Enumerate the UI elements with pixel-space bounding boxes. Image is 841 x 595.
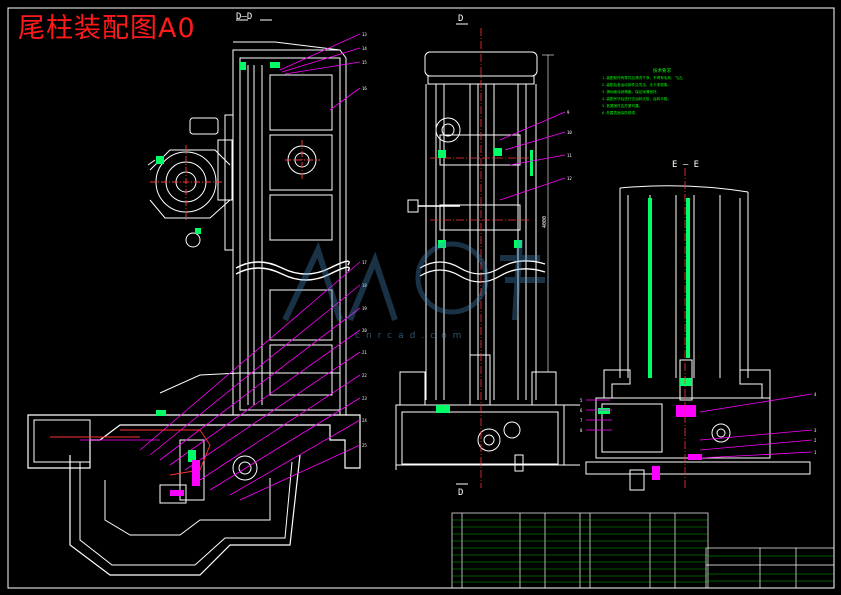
left-view-green-accents [156, 62, 280, 462]
svg-text:23: 23 [362, 396, 367, 401]
technical-notes-heading: 技术要求 [653, 69, 671, 74]
section-label-d-bottom: D [458, 488, 464, 498]
section-label-d-top: D [458, 14, 464, 24]
left-view-magenta-accents [170, 460, 200, 496]
svg-text:17: 17 [362, 260, 367, 265]
center-view-red-lines [430, 28, 530, 488]
svg-text:2: 2 [814, 438, 817, 443]
technical-notes: 技术要求 1.装配前所有零件应清洗干净，不得有毛刺、飞边。 2.装配后各运动部件… [602, 68, 722, 117]
svg-text:15: 15 [362, 60, 367, 65]
technical-note-line: 3.滑动面涂润滑脂，保证润滑良好。 [602, 90, 661, 94]
svg-text:25: 25 [362, 443, 367, 448]
svg-text:16: 16 [362, 86, 367, 91]
right-view-green-accents [598, 198, 692, 414]
center-view-callouts: 9 10 11 12 [567, 110, 572, 181]
dimension-label: 4000 [542, 216, 548, 228]
parts-list-rows [452, 519, 834, 583]
svg-text:22: 22 [362, 373, 367, 378]
svg-text:4: 4 [814, 392, 817, 397]
left-view-callouts: 13 14 15 16 17 18 19 20 21 22 23 24 25 [362, 32, 367, 448]
svg-text:24: 24 [362, 418, 367, 423]
technical-note-line: 4.装配完毕后进行空运转试验，运转平稳。 [602, 97, 672, 101]
section-label-d-left: D—D [236, 12, 253, 22]
svg-text:7: 7 [580, 418, 583, 423]
svg-text:6: 6 [580, 408, 583, 413]
svg-text:8: 8 [580, 428, 583, 433]
right-section-view [585, 185, 811, 491]
technical-note-line: 1.装配前所有零件应清洗干净，不得有毛刺、飞边。 [602, 76, 686, 80]
technical-note-line: 2.装配后各运动部件应灵活，无卡滞现象。 [602, 83, 672, 87]
svg-text:14: 14 [362, 46, 367, 51]
svg-text:5: 5 [580, 398, 583, 403]
right-view-callouts: 4 3 2 1 5 6 7 8 [580, 392, 817, 455]
svg-text:3: 3 [814, 428, 817, 433]
technical-note-line: 6.外露表面涂防锈漆。 [602, 111, 639, 115]
drawing-title: 尾柱装配图A0 [18, 13, 196, 44]
left-side-view [27, 41, 361, 576]
svg-text:12: 12 [567, 176, 572, 181]
center-view-leaders [499, 111, 566, 201]
svg-text:1: 1 [814, 450, 817, 455]
svg-text:20: 20 [362, 328, 367, 333]
technical-note-line: 5.各紧固件应拧紧可靠。 [602, 104, 643, 108]
svg-text:10: 10 [567, 130, 572, 135]
right-view-leaders [586, 393, 813, 459]
svg-text:21: 21 [362, 350, 367, 355]
svg-text:9: 9 [567, 110, 570, 115]
section-label-e-pair: E — E [672, 160, 700, 170]
svg-text:18: 18 [362, 283, 367, 288]
left-view-red-details [50, 140, 320, 476]
section-d-markers [236, 19, 468, 485]
svg-text:13: 13 [362, 32, 367, 37]
drawing-border [7, 7, 835, 589]
left-view-leaders [80, 33, 361, 501]
watermark-text: cnrcad.com [355, 331, 468, 341]
center-view-green-accents [436, 148, 533, 413]
right-view-magenta-accents [652, 405, 702, 480]
svg-text:11: 11 [567, 153, 572, 158]
watermark-logo [282, 239, 545, 322]
parts-list-table [451, 512, 835, 589]
svg-text:19: 19 [362, 306, 367, 311]
